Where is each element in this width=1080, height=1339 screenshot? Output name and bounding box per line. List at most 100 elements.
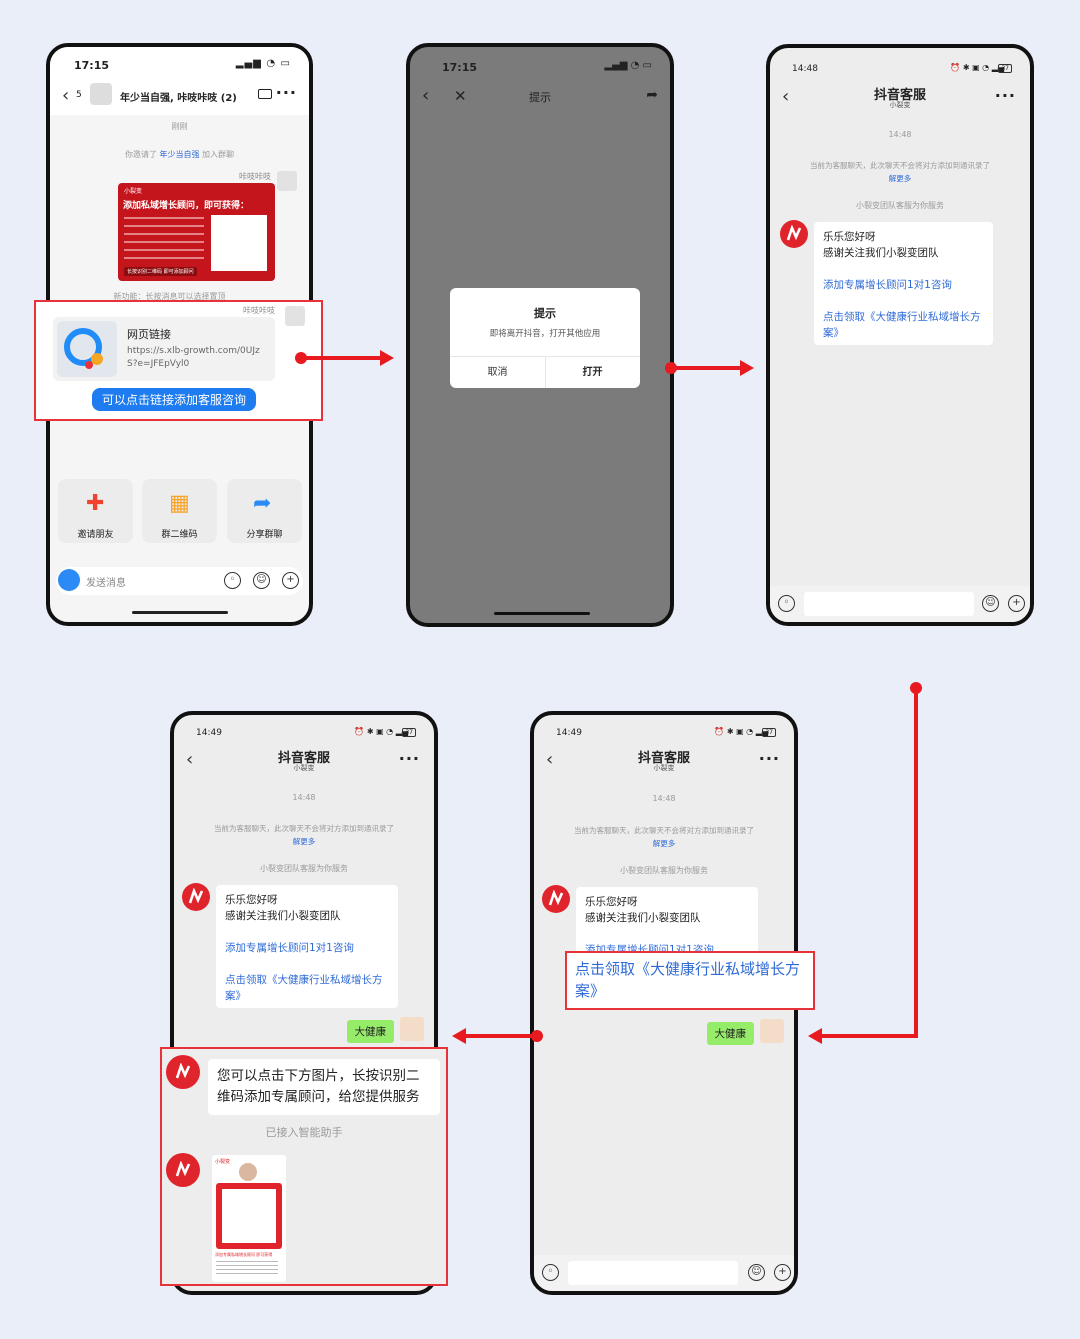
- plus-icon[interactable]: +: [282, 572, 299, 589]
- back-button[interactable]: ‹: [186, 749, 194, 770]
- greeting-2: 感谢关注我们小裂变团队: [225, 910, 341, 922]
- divider: [545, 356, 546, 388]
- message-input[interactable]: [568, 1261, 738, 1285]
- message-input[interactable]: [804, 592, 974, 616]
- learn-more-link[interactable]: 解更多: [888, 174, 912, 183]
- chat-title[interactable]: 抖音客服: [873, 88, 926, 103]
- voice-icon[interactable]: ◦: [224, 572, 241, 589]
- consult-link[interactable]: 添加专属增长顾问1对1咨询: [823, 279, 952, 291]
- consult-link[interactable]: 添加专属增长顾问1对1咨询: [225, 942, 354, 954]
- assistant-note: 已接入智能助手: [265, 1126, 343, 1139]
- more-icon[interactable]: ···: [758, 749, 780, 768]
- message-input[interactable]: 发送消息: [86, 578, 126, 589]
- signal-wifi-battery-icon: ▂▄▆ ◔ ▭: [604, 60, 652, 71]
- learn-more-link[interactable]: 解更多: [292, 837, 316, 846]
- emoji-icon[interactable]: ☺: [982, 595, 999, 612]
- back-button[interactable]: ‹: [782, 86, 790, 107]
- greeting-2: 感谢关注我们小裂变团队: [823, 247, 939, 259]
- flow-arrow-line: [300, 356, 384, 360]
- battery-level: 37: [402, 728, 416, 737]
- home-indicator: [132, 611, 228, 614]
- action-label: 群二维码: [161, 530, 198, 540]
- close-icon[interactable]: ✕: [454, 87, 467, 105]
- video-call-icon[interactable]: [258, 89, 272, 99]
- arrow-head-icon: [452, 1028, 466, 1044]
- poster-brand: 小裂变: [124, 188, 143, 195]
- dialog-title: 提示: [534, 307, 556, 320]
- status-time: 17:15: [442, 61, 478, 74]
- unread-count: 5: [76, 90, 82, 100]
- chat-subtitle: 小裂变: [653, 764, 675, 772]
- invite-friend-button[interactable]: ✚ 邀请朋友: [58, 479, 133, 543]
- emoji-icon[interactable]: ☺: [253, 572, 270, 589]
- signal-wifi-battery-icon: ▂▄▆ ◔ ▭: [235, 58, 291, 69]
- back-button[interactable]: ‹: [62, 85, 70, 106]
- qr-icon: ▦: [169, 491, 190, 516]
- back-button[interactable]: ‹: [546, 749, 554, 770]
- chat-title[interactable]: 抖音客服: [637, 751, 690, 766]
- signal-wifi-battery-icon: ⏰ ✱ ▣ ◔ ▂▄: [354, 727, 408, 736]
- more-icon[interactable]: ···: [994, 86, 1016, 105]
- welcome-message: 乐乐您好呀 感谢关注我们小裂变团队 添加专属增长顾问1对1咨询 点击领取《大健康…: [216, 885, 398, 1008]
- service-notice: 当前为客服聊天，此次聊天不会将对方添加到通讯录了: [214, 824, 394, 833]
- arrow-head-icon: [740, 360, 754, 376]
- service-note: 小裂变团队客服为你服务: [620, 866, 708, 875]
- status-bar: 17:15 ▂▄▆ ◔ ▭: [50, 47, 309, 81]
- status-time: 14:49: [556, 728, 582, 738]
- timestamp: 刚刚: [171, 122, 188, 131]
- greeting-1: 乐乐您好呀: [225, 894, 278, 906]
- voice-icon[interactable]: ◦: [542, 1264, 559, 1281]
- plus-icon[interactable]: +: [774, 1264, 791, 1281]
- avatar: [760, 1019, 784, 1043]
- cancel-button[interactable]: 取消: [487, 367, 508, 378]
- link-card[interactable]: 网页链接 https://s.xlb-growth.com/0UJzS?e=JF…: [53, 317, 275, 381]
- status-time: 14:48: [792, 64, 818, 74]
- plan-link[interactable]: 点击领取《大健康行业私域增长方案》: [225, 974, 383, 1002]
- back-button[interactable]: ‹: [422, 85, 430, 106]
- battery-level: 37: [998, 64, 1012, 73]
- more-icon[interactable]: ···: [275, 83, 297, 102]
- brand-logo-icon: [542, 885, 570, 913]
- consultant-photo: [239, 1163, 257, 1181]
- poster-bullets: [216, 1261, 278, 1277]
- callout-label: 可以点击链接添加客服咨询: [92, 388, 257, 411]
- open-button[interactable]: 打开: [582, 367, 603, 378]
- group-qr-button[interactable]: ▦ 群二维码: [142, 479, 217, 543]
- dialog-message: 即将离开抖音，打开其他应用: [489, 329, 601, 339]
- message-input-bar: ◦ ☺ +: [770, 586, 1030, 622]
- qr-code-icon: [211, 215, 267, 271]
- chat-title: 年少当自强, 咔吱咔吱 (2): [120, 93, 237, 104]
- camera-icon[interactable]: [58, 569, 80, 591]
- user-message: 大健康: [346, 1020, 394, 1043]
- emoji-icon[interactable]: ☺: [748, 1264, 765, 1281]
- plan-link-callout: 点击领取《大健康行业私域增长方案》: [565, 951, 815, 1010]
- greeting-2: 感谢关注我们小裂变团队: [585, 912, 701, 924]
- voice-icon[interactable]: ◦: [778, 595, 795, 612]
- confirm-dialog: 提示 即将离开抖音，打开其他应用 取消 打开: [450, 288, 640, 388]
- message-input-bar: ◦ ☺ +: [534, 1255, 794, 1291]
- status-time: 14:49: [196, 728, 222, 738]
- poster-name: 小裂变: [215, 1159, 231, 1165]
- share-icon[interactable]: ➦: [646, 87, 658, 103]
- flow-arrow-line: [914, 688, 918, 1038]
- phone-screen-service-chat: 14:48 ⏰ ✱ ▣ ◔ ▂▄ 37 ‹ 抖音客服 小裂变 ··· 14:48…: [766, 44, 1034, 626]
- brand-logo-icon: [166, 1055, 200, 1089]
- invite-name[interactable]: 年少当自强: [159, 150, 200, 159]
- chat-title[interactable]: 抖音客服: [277, 751, 330, 766]
- flow-arrow-line: [670, 366, 744, 370]
- greeting-1: 乐乐您好呀: [585, 896, 638, 908]
- plan-link[interactable]: 点击领取《大健康行业私域增长方案》: [823, 311, 981, 339]
- signal-wifi-battery-icon: ⏰ ✱ ▣ ◔ ▂▄: [950, 63, 1004, 72]
- poster-image[interactable]: 小裂变 添加私域增长顾问，即可获得： 长按识别二维码 即可添加顾问: [118, 183, 275, 281]
- flow-arrow-dot: [531, 1030, 543, 1042]
- chat-subtitle: 小裂变: [889, 101, 911, 109]
- plus-icon[interactable]: +: [1008, 595, 1025, 612]
- more-icon[interactable]: ···: [398, 749, 420, 768]
- share-group-button[interactable]: ➦ 分享群聊: [227, 479, 302, 543]
- qr-code-icon: [222, 1189, 276, 1243]
- timestamp: 14:48: [888, 130, 912, 139]
- brand-logo-icon: [182, 883, 210, 911]
- learn-more-link[interactable]: 解更多: [652, 839, 676, 848]
- qr-poster-image[interactable]: 小裂变 添加专属私域增长顾问 即可获得: [212, 1155, 286, 1282]
- reply-message: 您可以点击下方图片，长按识别二维码添加专属顾问，给您提供服务: [208, 1059, 440, 1115]
